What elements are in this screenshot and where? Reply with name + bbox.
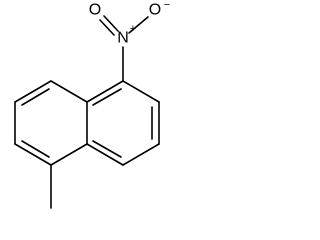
bond-c4a-c4 (50, 80, 88, 103)
oxygen-right-charge-label: − (164, 0, 170, 11)
bond-c8a-c8 (86, 143, 124, 166)
bond-n-o-right (128, 16, 149, 34)
oxygen-left-atom-label: O (89, 2, 101, 19)
nitrogen-charge-label: + (130, 23, 136, 35)
bond-c5-c4a (86, 80, 124, 103)
bond-c2-c1 (14, 143, 52, 166)
double-bond-c4-c3-inner (21, 88, 50, 106)
bond-c6-c5 (122, 80, 160, 103)
upper-ring (86, 80, 160, 166)
lower-ring (14, 80, 88, 166)
bond-n-o-left-b (99, 19, 115, 36)
bond-c1-c8a (50, 143, 88, 166)
double-bond-c5-c4a-inner (92, 88, 122, 106)
nitro-group: N + O O − (89, 0, 170, 82)
double-bond-c2-c1-inner (21, 140, 50, 158)
bond-n-o-left-a (103, 15, 119, 32)
chemical-structure-diagram: N + O O − (14, 0, 170, 209)
bond-c8-c7 (122, 143, 160, 166)
double-bond-c8a-c8-inner (92, 140, 122, 158)
nitrogen-atom-label: N (117, 30, 129, 47)
oxygen-right-atom-label: O (149, 2, 161, 19)
bond-c4-c3 (14, 80, 52, 103)
